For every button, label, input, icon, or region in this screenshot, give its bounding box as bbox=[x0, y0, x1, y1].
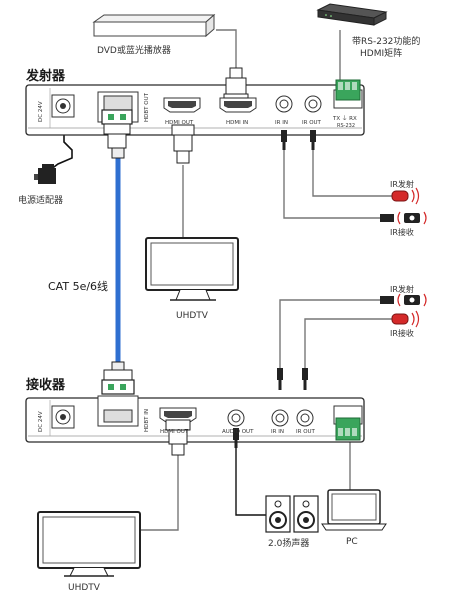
uhdtv-top-label: UHDTV bbox=[176, 311, 209, 321]
receiver-box bbox=[25, 397, 365, 443]
rx-ir-in-plug bbox=[277, 368, 283, 390]
pc-label: PC bbox=[346, 537, 358, 547]
rx-hdmi-out-cable bbox=[140, 455, 179, 531]
rx-rs232-terminal bbox=[333, 405, 363, 441]
tx-hdbt-out-label: HDBT OUT bbox=[144, 92, 150, 122]
tx-hdmi-in-plug bbox=[223, 67, 249, 99]
power-adapter-label: 电源适配器 bbox=[18, 194, 63, 206]
ir-receiver-bottom bbox=[391, 310, 420, 328]
tx-rs232-pins-label: TX ⏚ RX bbox=[332, 115, 357, 122]
ir-receiver-top bbox=[380, 211, 427, 225]
dvd-player bbox=[92, 13, 216, 38]
rx-ir-in-jack bbox=[271, 409, 289, 427]
ir-emitter-bottom-label: IR发射 bbox=[390, 284, 414, 294]
receiver-title: 接收器 bbox=[26, 377, 66, 393]
tx-ir-out-label: IR OUT bbox=[302, 120, 322, 126]
power-cable bbox=[49, 120, 73, 171]
cat-cable-label: CAT 5e/6线 bbox=[48, 279, 108, 293]
tx-rs232-label: RS-232 bbox=[337, 123, 355, 129]
tx-ir-in-label: IR IN bbox=[275, 120, 288, 126]
tx-ir-in-cable bbox=[283, 150, 384, 219]
tx-ir-in-jack bbox=[275, 95, 293, 113]
rx-ir-out-plug bbox=[302, 368, 308, 390]
ir-emitter-top-label: IR发射 bbox=[390, 179, 414, 189]
hdmi-matrix bbox=[316, 3, 388, 26]
rx-audio-plug bbox=[233, 428, 239, 448]
uhdtv-bottom-label: UHDTV bbox=[68, 583, 101, 593]
power-adapter bbox=[34, 164, 56, 184]
matrix-label-line1: 带RS-232功能的 bbox=[352, 35, 420, 47]
speakers bbox=[265, 495, 319, 533]
tx-hdmi-in-label: HDMI IN bbox=[226, 120, 248, 126]
rx-dc-label: DC 24V bbox=[38, 411, 44, 432]
tx-rs232-terminal bbox=[333, 79, 363, 109]
rx-ir-out-jack bbox=[296, 409, 314, 427]
pc-laptop bbox=[321, 489, 387, 531]
ir-receiver-top-label: IR接收 bbox=[390, 227, 414, 237]
rx-ir-out-label: IR OUT bbox=[296, 429, 316, 435]
rx-dc-port bbox=[51, 405, 75, 429]
uhdtv-top bbox=[145, 237, 239, 301]
tx-hdmi-in-port bbox=[219, 97, 257, 113]
tx-dc-port bbox=[51, 94, 75, 118]
rx-rj45-plug bbox=[101, 361, 135, 395]
transmitter-title: 发射器 bbox=[25, 68, 66, 84]
ir-emitter-top bbox=[391, 187, 420, 205]
dvd-hdmi-cable bbox=[216, 29, 237, 70]
ir-emitter-bottom bbox=[380, 293, 427, 307]
rx-audio-cable bbox=[235, 448, 266, 516]
rx-audio-out-jack bbox=[227, 409, 245, 427]
tx-ir-out-plug bbox=[310, 130, 316, 150]
rx-hdmi-out-label: HDMI OUT bbox=[160, 429, 189, 435]
tx-ir-out-jack bbox=[304, 95, 322, 113]
matrix-label-line2: HDMI矩阵 bbox=[360, 47, 402, 59]
rx-audio-out-label: AUDIO OUT bbox=[222, 429, 254, 435]
rx-ir-in-label: IR IN bbox=[271, 429, 284, 435]
tx-dc-label: DC 24V bbox=[38, 101, 44, 122]
tx-ir-out-cable bbox=[312, 150, 392, 197]
rx-hdbt-port bbox=[97, 395, 139, 427]
rx-ir-in-cable bbox=[279, 299, 384, 370]
dvd-label: DVD或蓝光播放器 bbox=[97, 44, 171, 56]
tx-ir-in-plug bbox=[281, 130, 287, 150]
tx-hdmi-out-plug bbox=[171, 124, 195, 164]
uhdtv-bottom bbox=[37, 511, 141, 577]
rx-ir-out-cable bbox=[304, 318, 392, 370]
tx-hdmi-out-label: HDMI OUT bbox=[165, 120, 194, 126]
speakers-label: 2.0扬声器 bbox=[268, 537, 309, 549]
tx-rj45-plug bbox=[101, 109, 133, 159]
tx-hdmi-out-port bbox=[163, 97, 201, 113]
rx-hdbt-in-label: HDBT IN bbox=[144, 409, 150, 432]
rx-hdmi-out-plug bbox=[165, 419, 191, 456]
ir-receiver-bottom-label: IR接收 bbox=[390, 328, 414, 338]
